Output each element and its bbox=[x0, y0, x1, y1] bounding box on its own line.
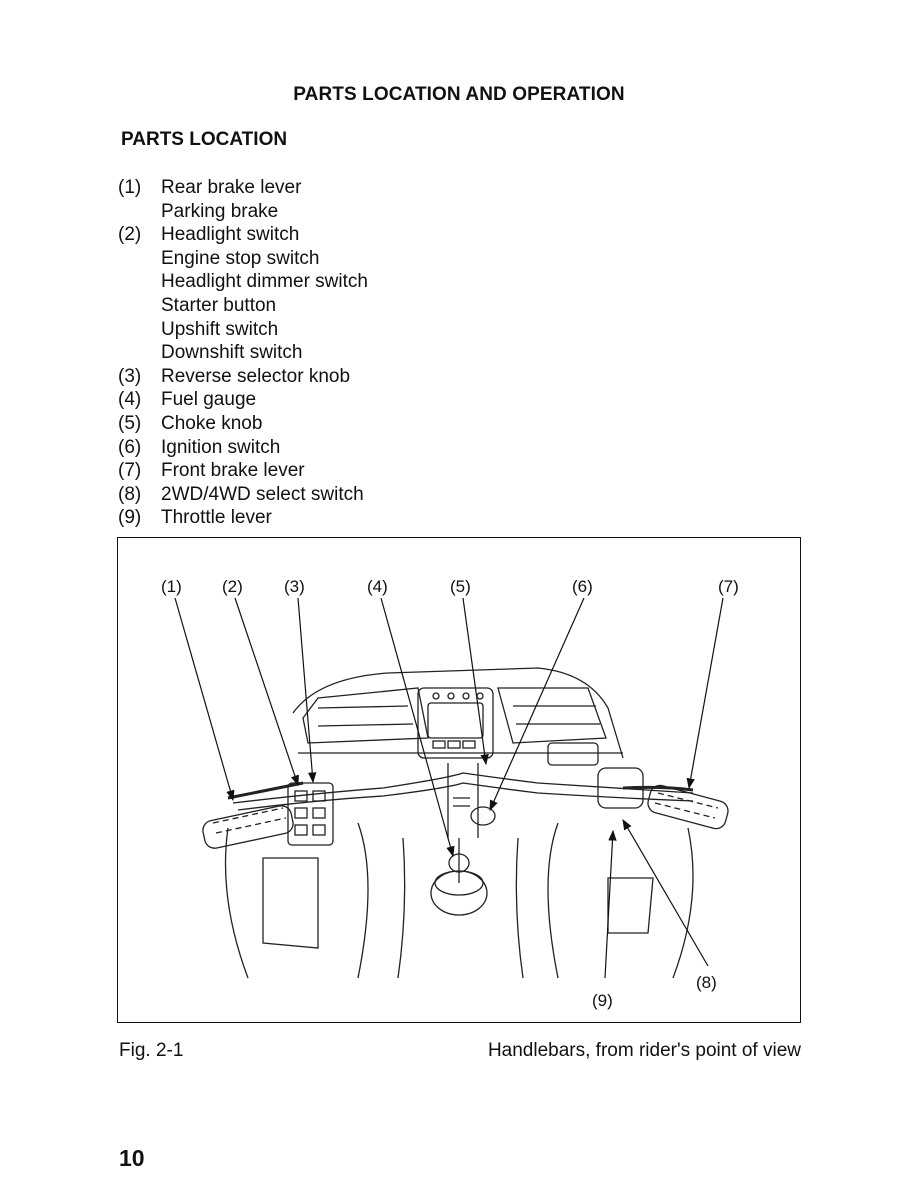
section-heading: PARTS LOCATION bbox=[121, 129, 288, 150]
item-label: Ignition switch bbox=[161, 436, 281, 458]
item-number: (4) bbox=[118, 389, 142, 411]
item-label: Parking brake bbox=[161, 200, 279, 222]
item-label: Front brake lever bbox=[161, 460, 305, 482]
item-label: Starter button bbox=[161, 294, 277, 316]
figure-caption: Handlebars, from rider's point of view bbox=[487, 1040, 801, 1061]
callout-label: (1) bbox=[161, 577, 182, 596]
item-label: Engine stop switch bbox=[161, 247, 320, 269]
item-label: 2WD/4WD select switch bbox=[161, 483, 364, 505]
item-label: Reverse selector knob bbox=[161, 365, 351, 387]
item-number: (3) bbox=[118, 365, 142, 387]
item-label: Headlight switch bbox=[161, 224, 300, 246]
item-number: (2) bbox=[118, 224, 142, 246]
list-item: (9) Throttle lever bbox=[118, 506, 368, 530]
callout-label: (6) bbox=[572, 577, 593, 596]
item-label: Fuel gauge bbox=[161, 389, 257, 411]
item-label: Upshift switch bbox=[161, 318, 279, 340]
item-label: Headlight dimmer switch bbox=[161, 271, 368, 293]
callout-label: (8) bbox=[696, 973, 717, 992]
list-item: (6) Ignition switch bbox=[118, 436, 368, 460]
handlebar-illustration: (1) (2) (3) (4) (5) (6) (7) (8) (9) bbox=[161, 577, 739, 1010]
list-item: (7) Front brake lever bbox=[118, 459, 368, 483]
item-number: (9) bbox=[118, 507, 142, 529]
list-item: (5) Choke knob bbox=[118, 412, 368, 436]
callout-label: (3) bbox=[284, 577, 305, 596]
page-number: 10 bbox=[119, 1145, 145, 1171]
list-item: (2) Headlight switch Engine stop switch … bbox=[118, 223, 368, 365]
list-item: (8) 2WD/4WD select switch bbox=[118, 483, 368, 507]
callout-leader-lines bbox=[174, 597, 724, 979]
item-label: Downshift switch bbox=[161, 342, 303, 364]
parts-list: (1) Rear brake lever Parking brake (2) H… bbox=[118, 176, 368, 530]
item-label: Choke knob bbox=[161, 412, 263, 434]
callout-label: (5) bbox=[450, 577, 471, 596]
figure-number: Fig. 2-1 bbox=[119, 1040, 184, 1061]
list-item: (4) Fuel gauge bbox=[118, 388, 368, 412]
callout-labels: (1) (2) (3) (4) (5) (6) (7) (8) (9) bbox=[161, 577, 739, 1010]
list-item: (3) Reverse selector knob bbox=[118, 365, 368, 389]
item-label: Rear brake lever bbox=[161, 177, 302, 198]
callout-label: (9) bbox=[592, 991, 613, 1010]
item-number: (7) bbox=[118, 460, 142, 482]
page-heading: PARTS LOCATION AND OPERATION bbox=[293, 84, 625, 105]
list-item: (1) Rear brake lever Parking brake bbox=[118, 176, 368, 223]
item-number: (5) bbox=[118, 412, 142, 434]
item-label: Throttle lever bbox=[161, 507, 272, 529]
figure-frame: (1) (2) (3) (4) (5) (6) (7) (8) (9) bbox=[117, 537, 801, 1023]
item-number: (1) bbox=[118, 177, 142, 198]
vehicle-drawing bbox=[202, 667, 729, 979]
callout-label: (2) bbox=[222, 577, 243, 596]
item-number: (6) bbox=[118, 436, 142, 458]
callout-label: (7) bbox=[718, 577, 739, 596]
item-number: (8) bbox=[118, 483, 142, 505]
callout-label: (4) bbox=[367, 577, 388, 596]
